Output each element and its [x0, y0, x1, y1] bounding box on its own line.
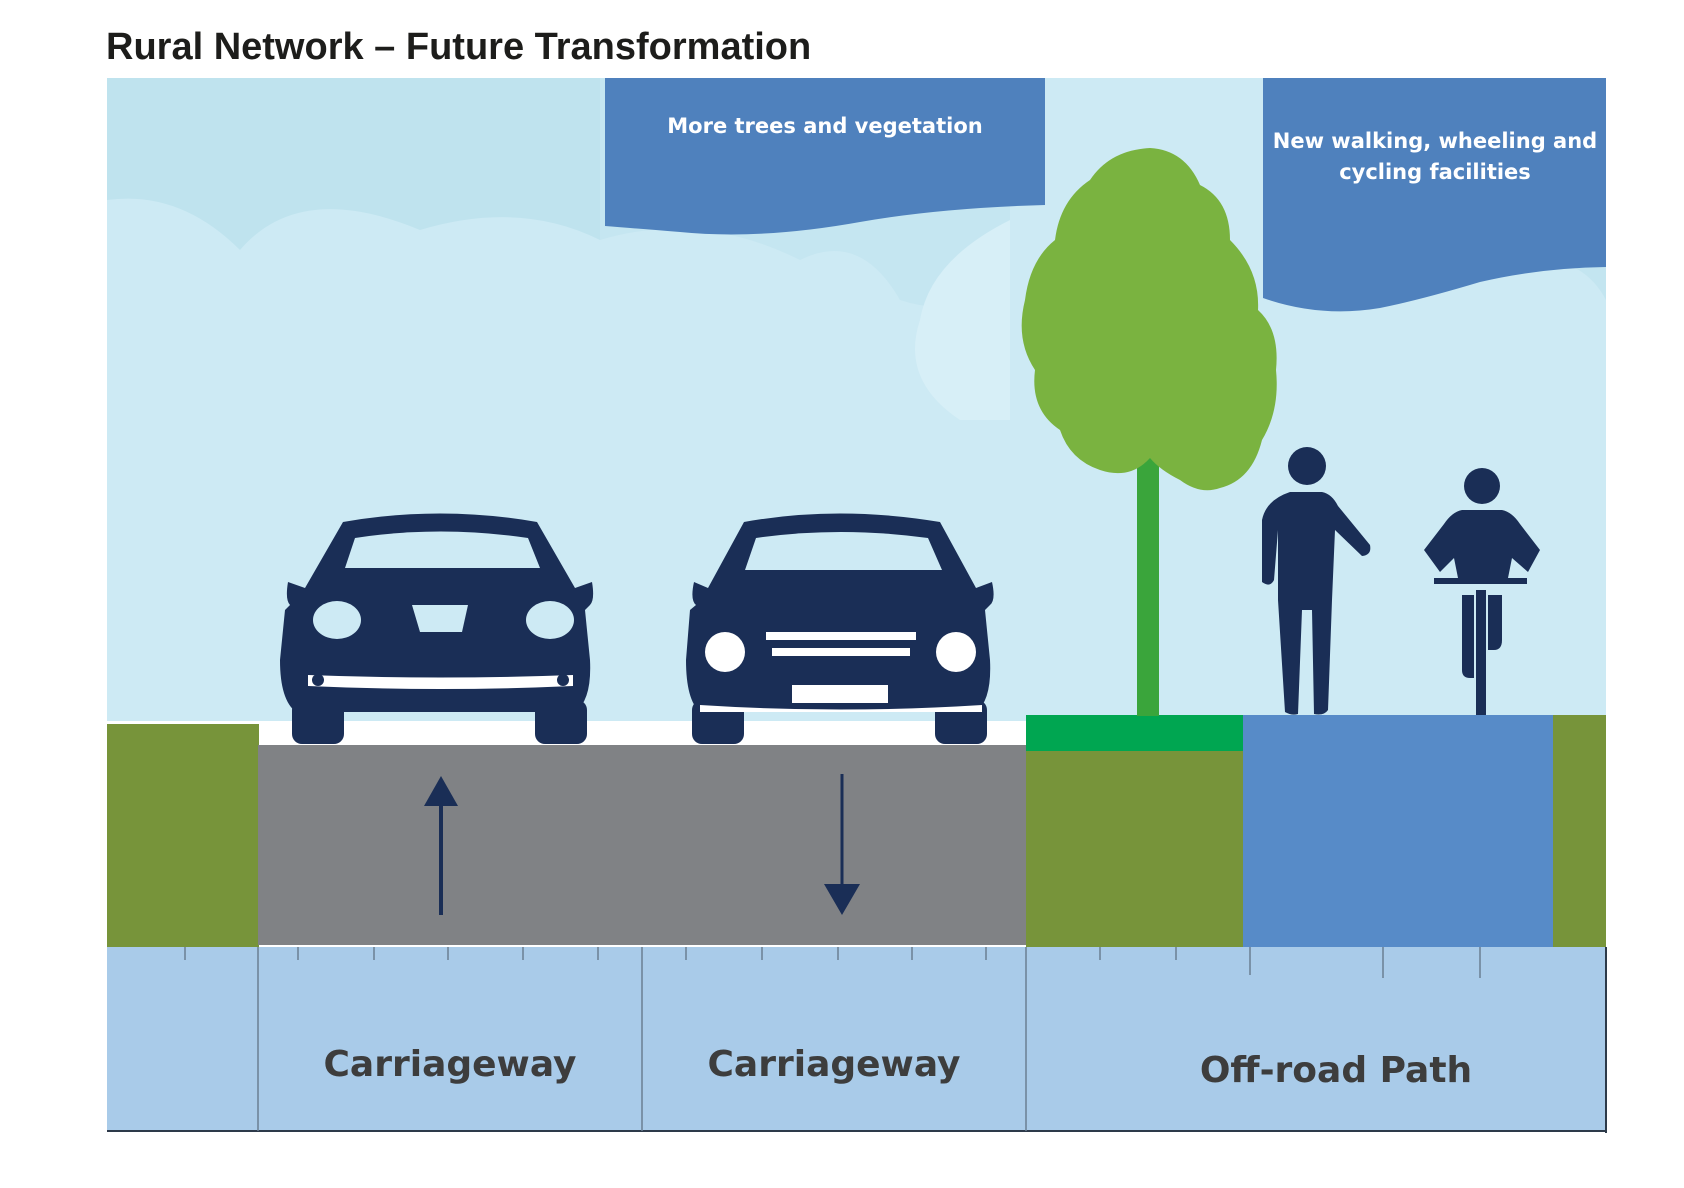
verge-left [107, 724, 259, 947]
section-label-off-road-path: Off-road Path [1199, 1050, 1473, 1091]
callout-trees-text: More trees and vegetation [667, 114, 983, 138]
tree-icon [1021, 148, 1277, 716]
section-label-carriageway-1: Carriageway [323, 1044, 577, 1085]
base-band [107, 947, 1606, 1131]
callout-trees-banner [605, 78, 1045, 235]
off-road-path-surface [1243, 715, 1553, 948]
section-dividers [257, 947, 1027, 1131]
carriageway-surface [258, 745, 1026, 945]
grass-strip [1026, 715, 1243, 751]
verge-far-right [1553, 715, 1606, 948]
page-title: Rural Network – Future Transformation [106, 26, 812, 68]
car-icon [686, 513, 994, 744]
callout-active-travel-text: New walking, wheeling and cycling facili… [1272, 129, 1598, 184]
car-icon [280, 513, 594, 744]
arrow-down-icon [824, 774, 860, 915]
verge-right [1026, 715, 1243, 947]
cyclist-icon [1424, 468, 1540, 715]
arrow-up-icon [424, 776, 458, 915]
section-label-carriageway-2: Carriageway [707, 1044, 961, 1085]
pedestrian-icon [1262, 447, 1371, 715]
scale-ticks [184, 947, 1481, 978]
callout-active-banner [1263, 78, 1606, 312]
